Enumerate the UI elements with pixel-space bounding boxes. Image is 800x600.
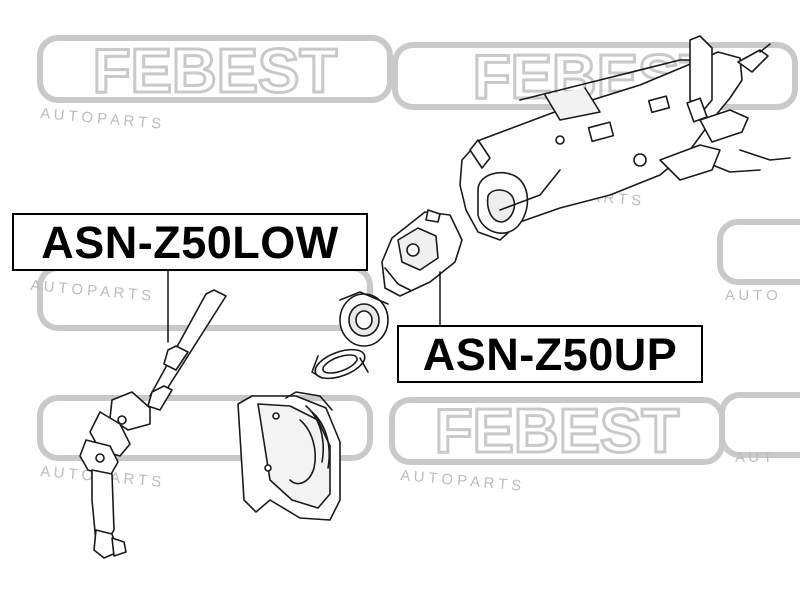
svg-text:A U T: A U T [735,449,772,466]
lower-intermediate-shaft [79,289,227,559]
parts-drawing [79,35,791,559]
leader-lines [167,270,441,343]
dash-boot [237,391,341,521]
watermark-middle-right: A U T O [717,219,800,304]
upper-mount-bushing [381,209,463,297]
watermark-brand: FEBEST [435,397,680,466]
watermark-top-left: FEBEST A U T O P A R T S [37,35,393,133]
steering-column-assembly [459,35,791,241]
part-label-asn-z50low: ASN-Z50LOW [12,213,368,271]
hose-clamp [311,348,369,380]
watermark-bottom-right: A U T [719,392,800,466]
part-label-asn-z50up: ASN-Z50UP [397,325,703,383]
watermark-tagline: A U T O P A R T S [40,105,162,132]
watermark-tagline: A U T O P A R T S [30,277,152,304]
dust-seal-ring [339,291,389,347]
watermark-bottom-center: FEBEST A U T O P A R T S [389,396,725,495]
watermark-tagline: A U T O P A R T S [400,467,522,494]
svg-text:A U T O: A U T O [725,287,778,304]
watermark-brand: FEBEST [93,37,338,106]
